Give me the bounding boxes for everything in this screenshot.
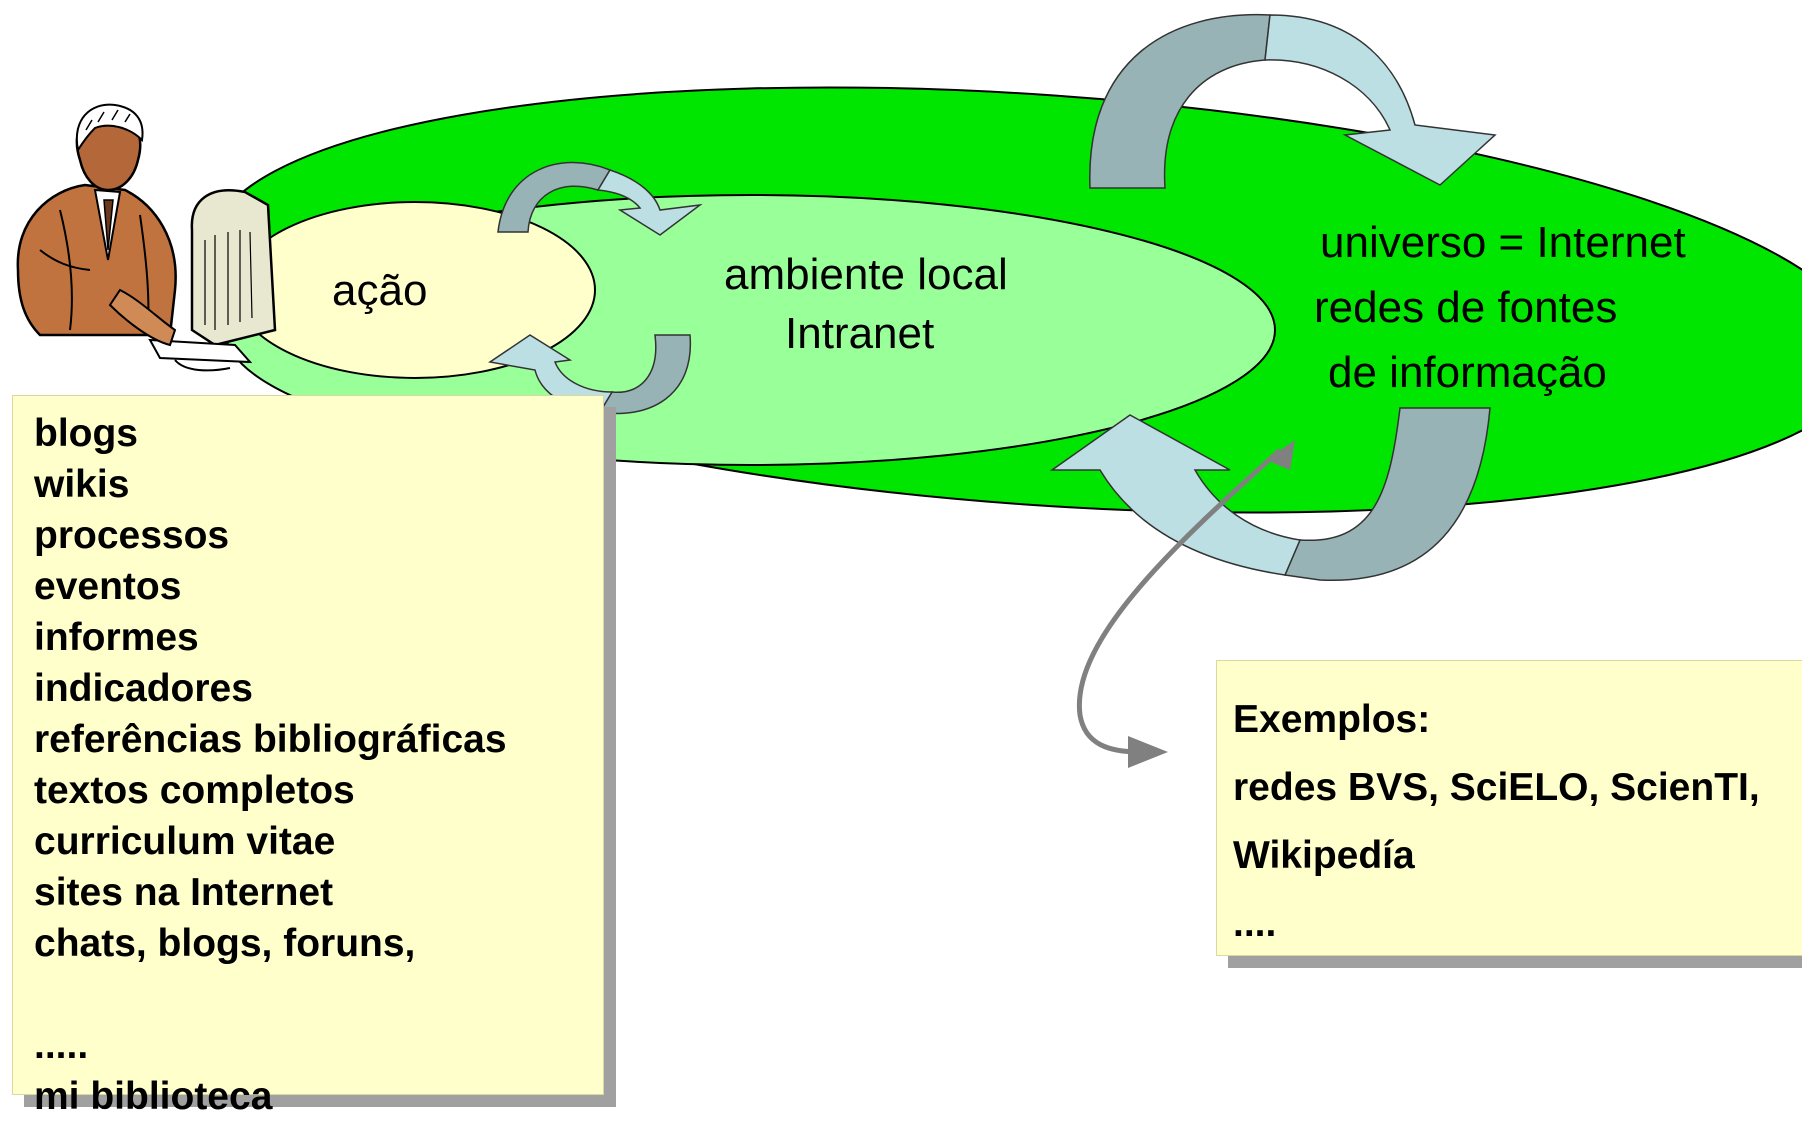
list-item: mi biblioteca	[34, 1075, 273, 1118]
list-item: Wikipedía	[1233, 834, 1415, 877]
connector-head-top	[1266, 440, 1295, 470]
local-label-line1: ambiente local	[724, 250, 1008, 299]
universe-arrow-bottom-dark	[1283, 407, 1491, 581]
universe-arrow-top-light	[1264, 14, 1497, 186]
person-at-computer-icon	[16, 103, 277, 372]
list-item: sites na Internet	[34, 871, 334, 914]
list-item: eventos	[34, 565, 182, 608]
examples-connector	[1076, 440, 1295, 768]
connector-curve	[1076, 448, 1282, 755]
action-label: ação	[332, 266, 427, 315]
examples-note: Exemplos: redes BVS, SciELO, ScienTI, Wi…	[1216, 660, 1802, 956]
universe-label-line2: redes de fontes	[1314, 283, 1617, 332]
list-item: ....	[1233, 902, 1277, 945]
list-item: informes	[34, 616, 199, 659]
list-item-spacer	[34, 969, 603, 1020]
list-item: textos completos	[34, 769, 355, 812]
list-item: redes BVS, SciELO, ScienTI,	[1233, 766, 1760, 809]
list-item: chats, blogs, foruns,	[34, 922, 416, 965]
universe-arrow-bottom-light	[1049, 414, 1302, 576]
list-item: indicadores	[34, 667, 253, 710]
keyboard-shape	[148, 338, 253, 364]
universe-cycle-arrows	[1049, 13, 1497, 581]
universe-label-line1: universo = Internet	[1320, 218, 1686, 267]
torso-shape	[16, 183, 177, 337]
local-sources-note: blogs wikis processos eventos informes i…	[12, 395, 604, 1118]
list-item: wikis	[34, 463, 130, 506]
list-item: .....	[34, 1024, 89, 1067]
list-item: processos	[34, 514, 230, 557]
local-cycle-arrows	[488, 161, 703, 415]
examples-heading: Exemplos:	[1233, 698, 1431, 741]
local-arrow-top-light	[596, 169, 703, 236]
list-item: referências bibliográficas	[34, 718, 507, 761]
local-label-line2: Intranet	[785, 309, 934, 358]
list-item: blogs	[34, 412, 138, 455]
connector-head-bottom	[1128, 736, 1168, 768]
monitor-shape	[190, 189, 277, 347]
list-item: curriculum vitae	[34, 820, 336, 863]
universe-label-line3: de informação	[1328, 348, 1607, 397]
